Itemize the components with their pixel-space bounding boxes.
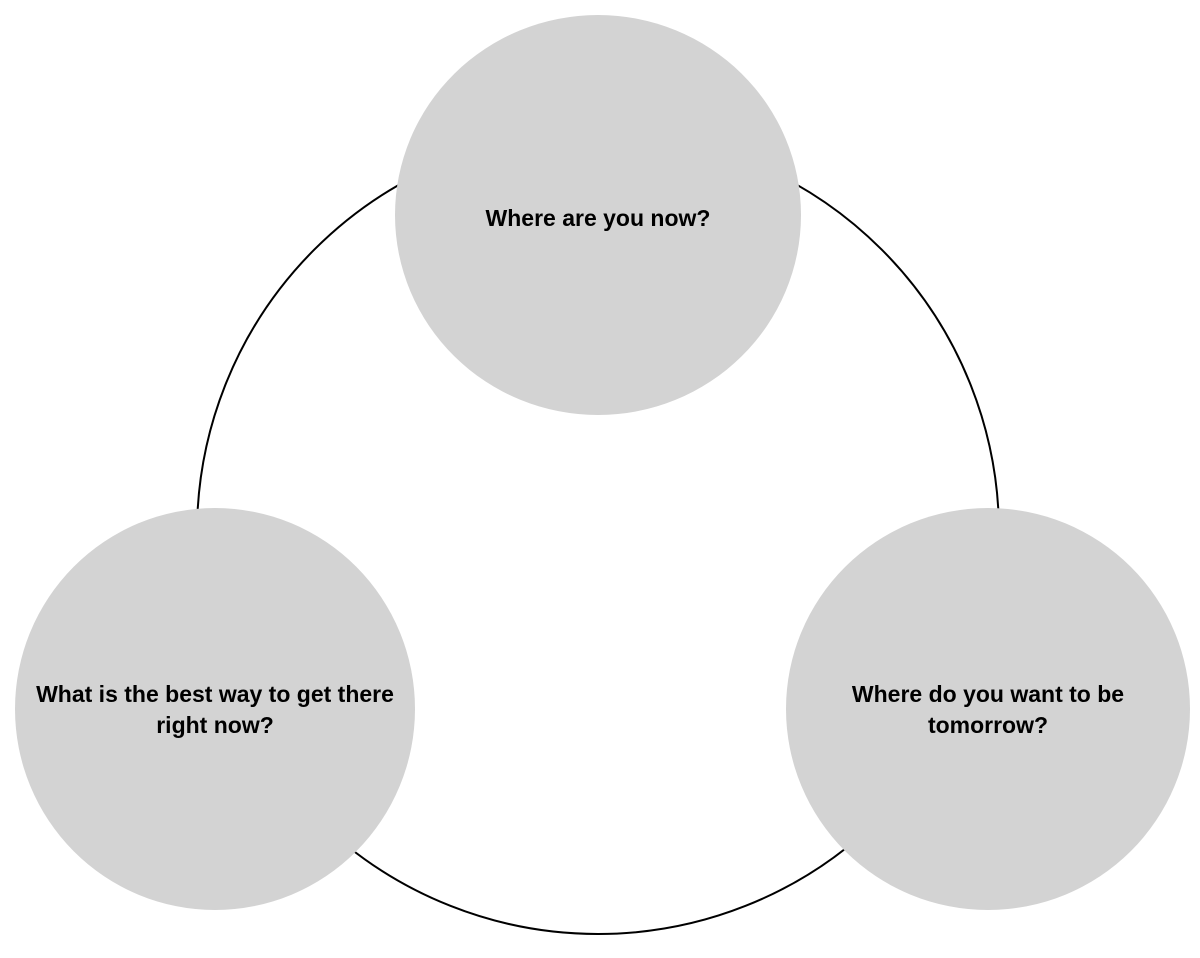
node-future-state-label: Where do you want to be tomorrow? <box>851 681 1125 738</box>
node-current-state: Where are you now? <box>395 15 801 415</box>
node-future-state: Where do you want to be tomorrow? <box>786 508 1190 910</box>
node-path-label: What is the best way to get there right … <box>36 681 394 738</box>
node-current-state-label: Where are you now? <box>485 205 711 231</box>
node-path: What is the best way to get there right … <box>15 508 415 910</box>
